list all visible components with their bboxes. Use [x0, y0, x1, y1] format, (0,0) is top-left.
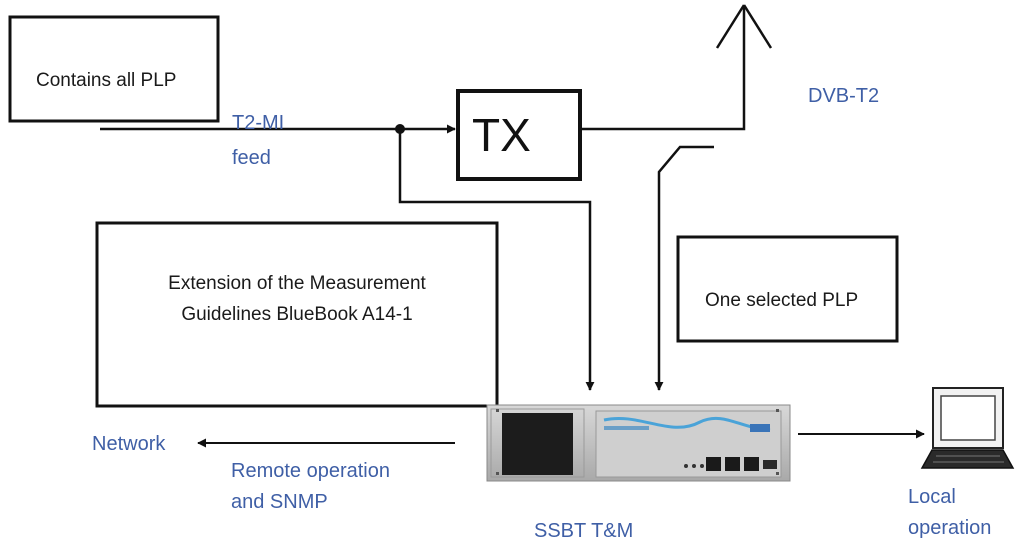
dvbt2-label: DVB-T2: [808, 85, 880, 107]
remote-operation-label: Remote operation: [231, 460, 390, 482]
tx-output-line: [582, 50, 746, 131]
local-label: Local: [908, 486, 956, 508]
extension-label-line1: Extension of the Measurement: [168, 273, 426, 294]
tx-label: TX: [472, 109, 531, 161]
feed-label: feed: [232, 147, 271, 169]
contains-all-plp-box: [8, 15, 220, 123]
extension-box: [95, 221, 499, 408]
network-label: Network: [92, 433, 166, 455]
ssbt-label: SSBT T&M: [534, 520, 634, 542]
ssbt-device-image: [486, 404, 791, 482]
laptop-icon: [920, 387, 1015, 469]
t2mi-tap-line: [398, 129, 595, 391]
t2mi-label: T2-MI: [232, 112, 285, 134]
one-selected-plp-box: [676, 235, 899, 343]
snmp-label: and SNMP: [231, 491, 328, 513]
antenna-icon: [715, 4, 773, 50]
extension-label-line2: Guidelines BlueBook A14-1: [181, 304, 413, 325]
operation-label: operation: [908, 517, 992, 539]
one-selected-plp-label: One selected PLP: [705, 290, 859, 311]
tx-box: [456, 89, 582, 181]
contains-all-plp-label: Contains all PLP: [36, 70, 177, 91]
off-air-feed-line: [654, 145, 714, 391]
